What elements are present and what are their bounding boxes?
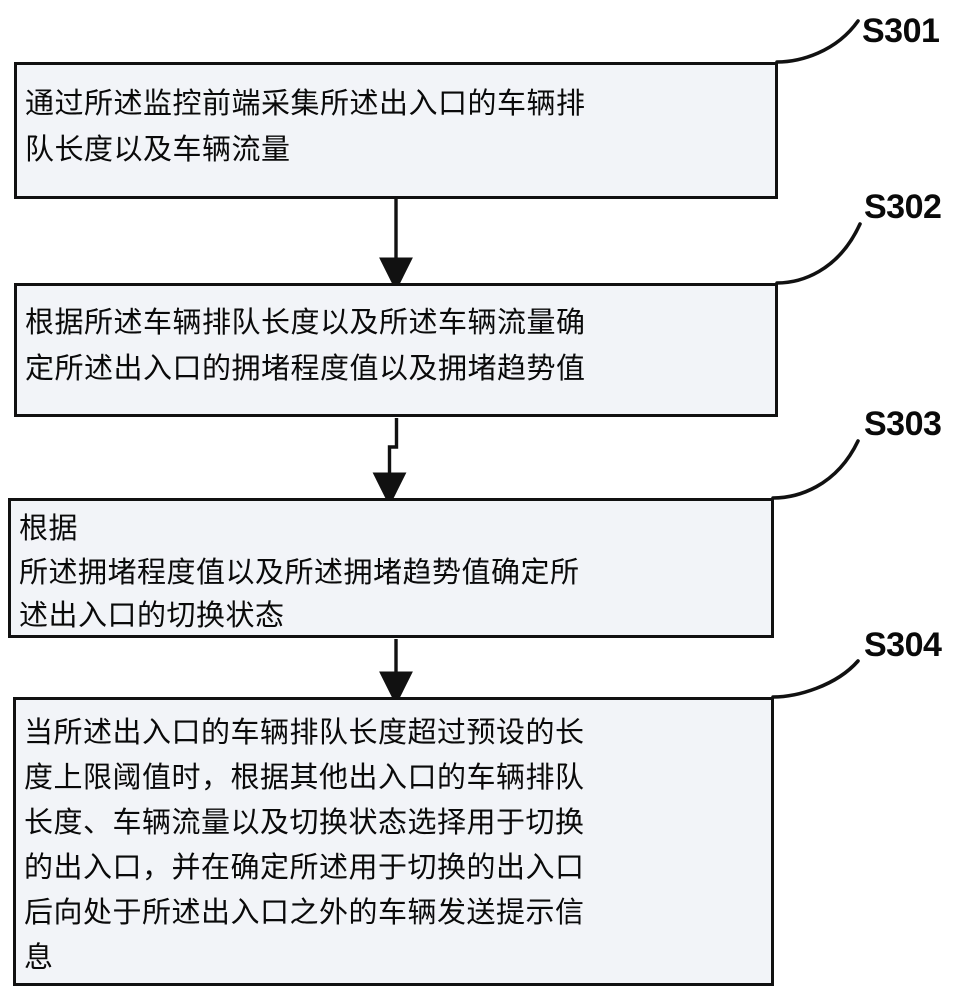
process-box-s304-text: 当所述出入口的车辆排队长度超过预设的长 度上限阈值时，根据其他出入口的车辆排队 … bbox=[24, 715, 585, 974]
process-box-s303[interactable]: 根据 所述拥堵程度值以及所述拥堵趋势值确定所 述出入口的切换状态 bbox=[8, 498, 774, 638]
leader-line-s301 bbox=[775, 19, 860, 64]
step-label-s304: S304 bbox=[864, 626, 942, 664]
process-box-s302-text: 根据所述车辆排队长度以及所述车辆流量确 定所述出入口的拥堵程度值以及拥堵趋势值 bbox=[25, 305, 586, 385]
process-box-s302[interactable]: 根据所述车辆排队长度以及所述车辆流量确 定所述出入口的拥堵程度值以及拥堵趋势值 bbox=[14, 283, 778, 417]
process-box-s301[interactable]: 通过所述监控前端采集所述出入口的车辆排 队长度以及车辆流量 bbox=[14, 62, 778, 199]
process-box-s304[interactable]: 当所述出入口的车辆排队长度超过预设的长 度上限阈值时，根据其他出入口的车辆排队 … bbox=[13, 697, 774, 986]
arrow-s302-to-s303 bbox=[372, 418, 407, 507]
process-box-s301-text: 通过所述监控前端采集所述出入口的车辆排 队长度以及车辆流量 bbox=[25, 86, 586, 166]
step-label-s302: S302 bbox=[864, 188, 942, 226]
process-box-s303-text: 根据 所述拥堵程度值以及所述拥堵趋势值确定所 述出入口的切换状态 bbox=[19, 511, 580, 632]
leader-line-s304 bbox=[771, 659, 860, 699]
step-label-s303: S303 bbox=[864, 405, 942, 443]
leader-line-s303 bbox=[771, 439, 860, 500]
leader-line-s302 bbox=[775, 222, 862, 285]
step-label-s301: S301 bbox=[862, 12, 940, 50]
